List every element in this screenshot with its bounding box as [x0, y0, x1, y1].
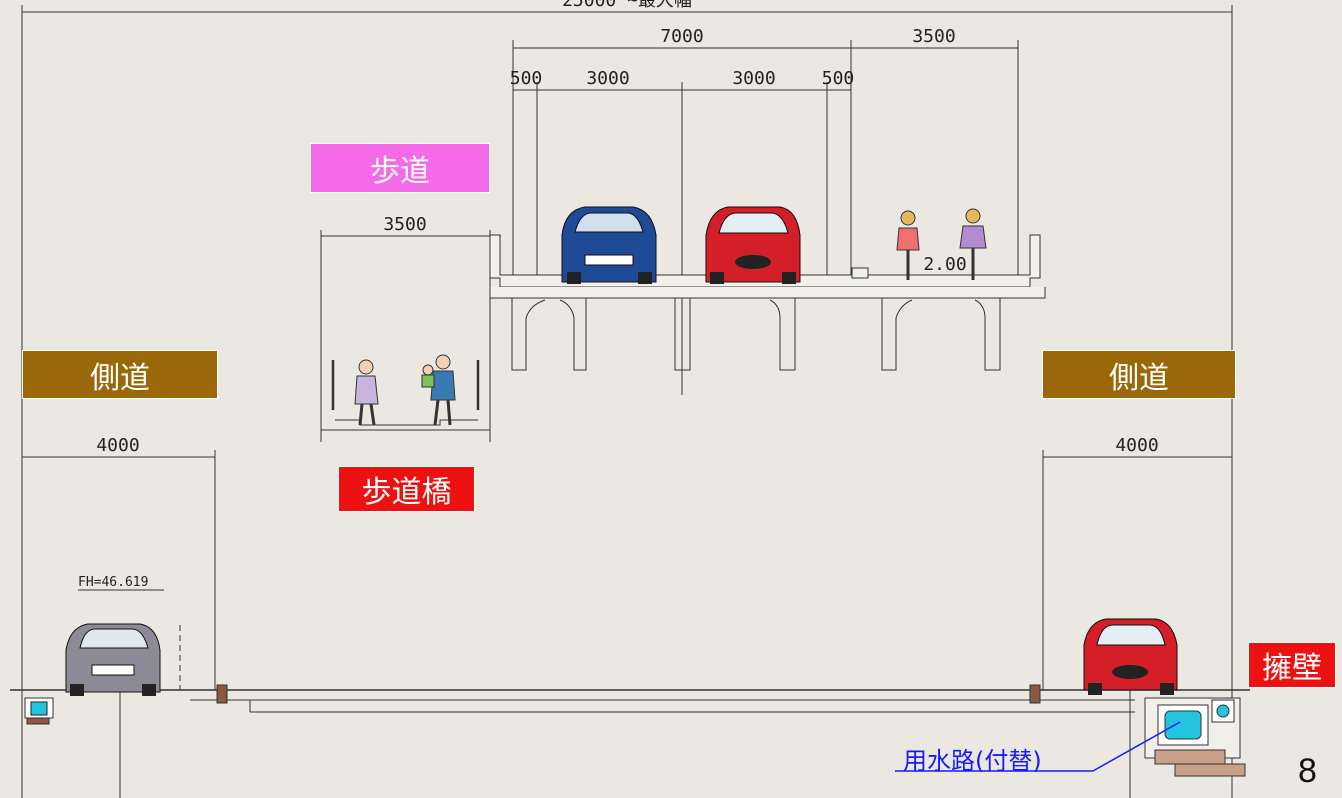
- side-road-right-label: 側道: [1042, 350, 1236, 399]
- sidewalk-label: 歩道: [310, 143, 490, 193]
- retaining-wall-structure: [1144, 697, 1246, 777]
- dim-footbridge: 3500: [383, 214, 426, 235]
- dim-viaduct-carriageway: 7000: [660, 26, 703, 47]
- dim-shoulder-left: 500: [510, 68, 543, 89]
- dim-side-road-right: 4000: [1115, 435, 1158, 456]
- top-dimension: 25000 ~最大幅: [562, 0, 692, 11]
- red-car-right-icon: [1083, 618, 1178, 695]
- dim-shoulder-right: 500: [822, 68, 855, 89]
- left-drain-icon: [24, 697, 54, 719]
- dim-side-road-left: 4000: [96, 435, 139, 456]
- waterway-label: 用水路(付替): [903, 747, 1042, 775]
- red-car-icon: [705, 206, 801, 284]
- footbridge-label: 歩道橋: [338, 466, 475, 512]
- bike-clearance: 2.00: [923, 254, 966, 275]
- side-road-left-label: 側道: [22, 350, 218, 399]
- dim-lane-left: 3000: [586, 68, 629, 89]
- cyclist-icon: [896, 208, 987, 280]
- page-number: 8: [1298, 752, 1317, 790]
- dim-lane-right: 3000: [732, 68, 775, 89]
- pedestrian-icon: [354, 354, 456, 426]
- blue-car-icon: [561, 206, 657, 284]
- fh-label: FH=46.619: [78, 575, 148, 590]
- dim-viaduct-bike: 3500: [912, 26, 955, 47]
- retaining-wall-label: 擁壁: [1248, 642, 1336, 688]
- gray-car-icon: [65, 623, 161, 696]
